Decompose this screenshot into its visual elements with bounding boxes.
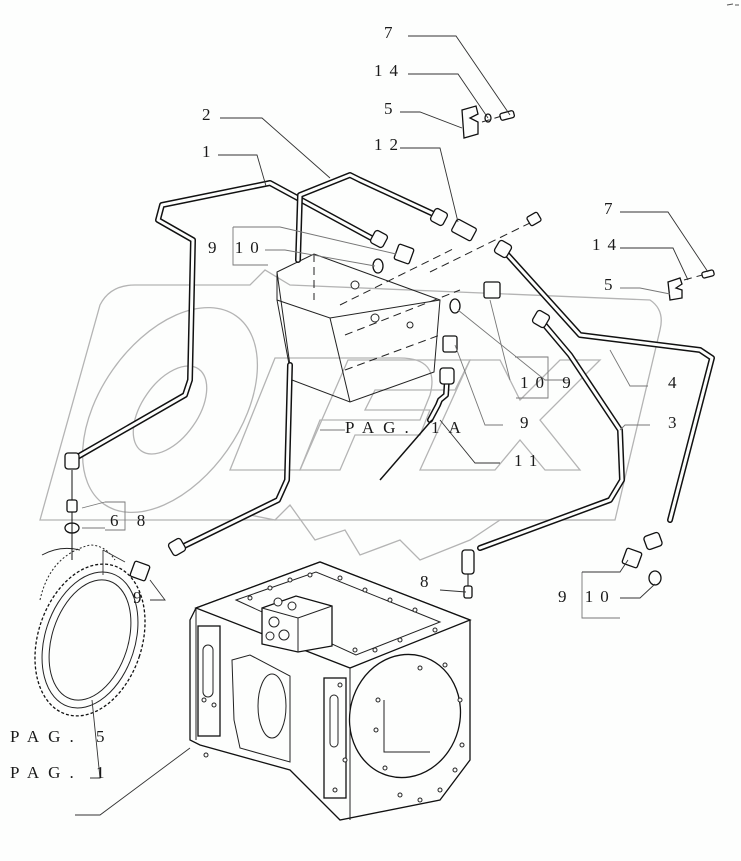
callout-14: 14 — [374, 61, 405, 80]
callout-7-right: 7 — [604, 199, 620, 218]
callouts: 7 14 5 2 1 12 9 10 7 14 5 10 9 4 9 3 11 … — [110, 23, 684, 607]
pipe-1 — [69, 180, 378, 463]
callout-7: 7 — [384, 23, 400, 42]
page-ref-pag-1: PAG. 1 — [10, 763, 113, 782]
callout-6-8: 6 8 — [110, 511, 152, 530]
page-references: PAG. 1A PAG. 5 PAG. 1 — [10, 418, 470, 782]
callout-4: 4 — [668, 373, 684, 392]
callout-1: 1 — [202, 142, 218, 161]
housing-bolt-holes — [201, 572, 465, 803]
callout-2: 2 — [202, 105, 218, 124]
pipe-11 — [379, 375, 450, 481]
callout-3: 3 — [668, 413, 684, 432]
leader-lines — [75, 35, 709, 816]
transmission-housing — [189, 561, 472, 821]
callout-14-right: 14 — [592, 235, 623, 254]
callout-9-mid: 9 — [520, 413, 536, 432]
callout-10-9: 10 9 — [520, 373, 578, 392]
callout-9-left: 9 — [133, 588, 149, 607]
page-ref-pag-1a: PAG. 1A — [345, 418, 470, 437]
callout-9-10-top: 9 10 — [208, 238, 266, 257]
callout-11: 11 — [514, 451, 544, 470]
callout-9-10-right: 9 10 — [558, 587, 616, 606]
pipe-4 — [502, 249, 715, 523]
corner-mark — [726, 3, 739, 6]
callout-12: 12 — [374, 135, 405, 154]
gear-ring — [34, 544, 146, 717]
pipe-2 — [177, 172, 443, 551]
callout-5: 5 — [384, 99, 400, 118]
fittings — [64, 105, 715, 599]
pipe-3 — [477, 320, 625, 551]
page-ref-pag-5: PAG. 5 — [10, 727, 113, 746]
callout-8-right: 8 — [420, 572, 436, 591]
callout-5-right: 5 — [604, 275, 620, 294]
